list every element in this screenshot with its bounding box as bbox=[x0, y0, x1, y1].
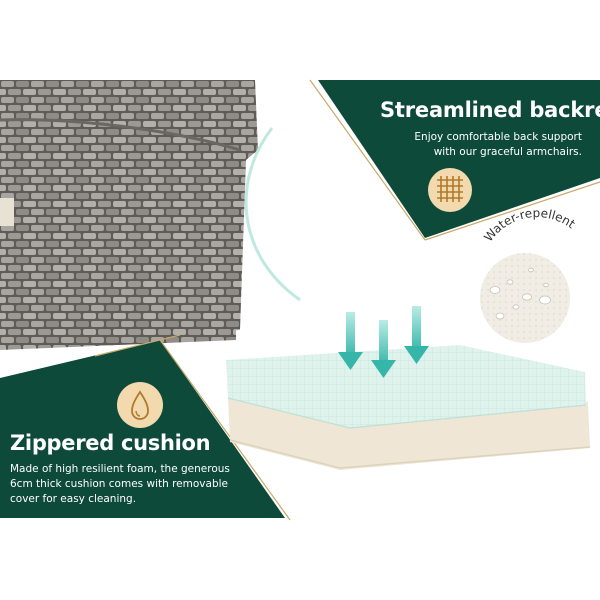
wicker-armchair bbox=[0, 80, 258, 350]
top-accent-line-bottom bbox=[424, 181, 600, 241]
cushion bbox=[226, 345, 591, 470]
decorative-curve bbox=[244, 127, 301, 302]
top-panel-title: Streamlined backrest bbox=[380, 98, 600, 122]
bottom-panel-bg bbox=[0, 340, 285, 518]
top-accent-line bbox=[309, 79, 426, 241]
bottom-panel-description: Made of high resilient foam, the generou… bbox=[10, 463, 230, 505]
top-panel-bg bbox=[318, 80, 600, 238]
bottom-panel-title: Zippered cushion bbox=[10, 431, 211, 455]
water-repellent-swatch bbox=[480, 253, 570, 343]
weave-icon bbox=[428, 168, 472, 212]
water-drop-icon bbox=[117, 382, 163, 428]
bottom-accent-line bbox=[94, 334, 181, 357]
top-panel-description: Enjoy comfortable back support with our … bbox=[414, 131, 582, 158]
bottom-accent-line-diagonal bbox=[159, 339, 291, 521]
down-arrow-icon bbox=[338, 306, 429, 378]
